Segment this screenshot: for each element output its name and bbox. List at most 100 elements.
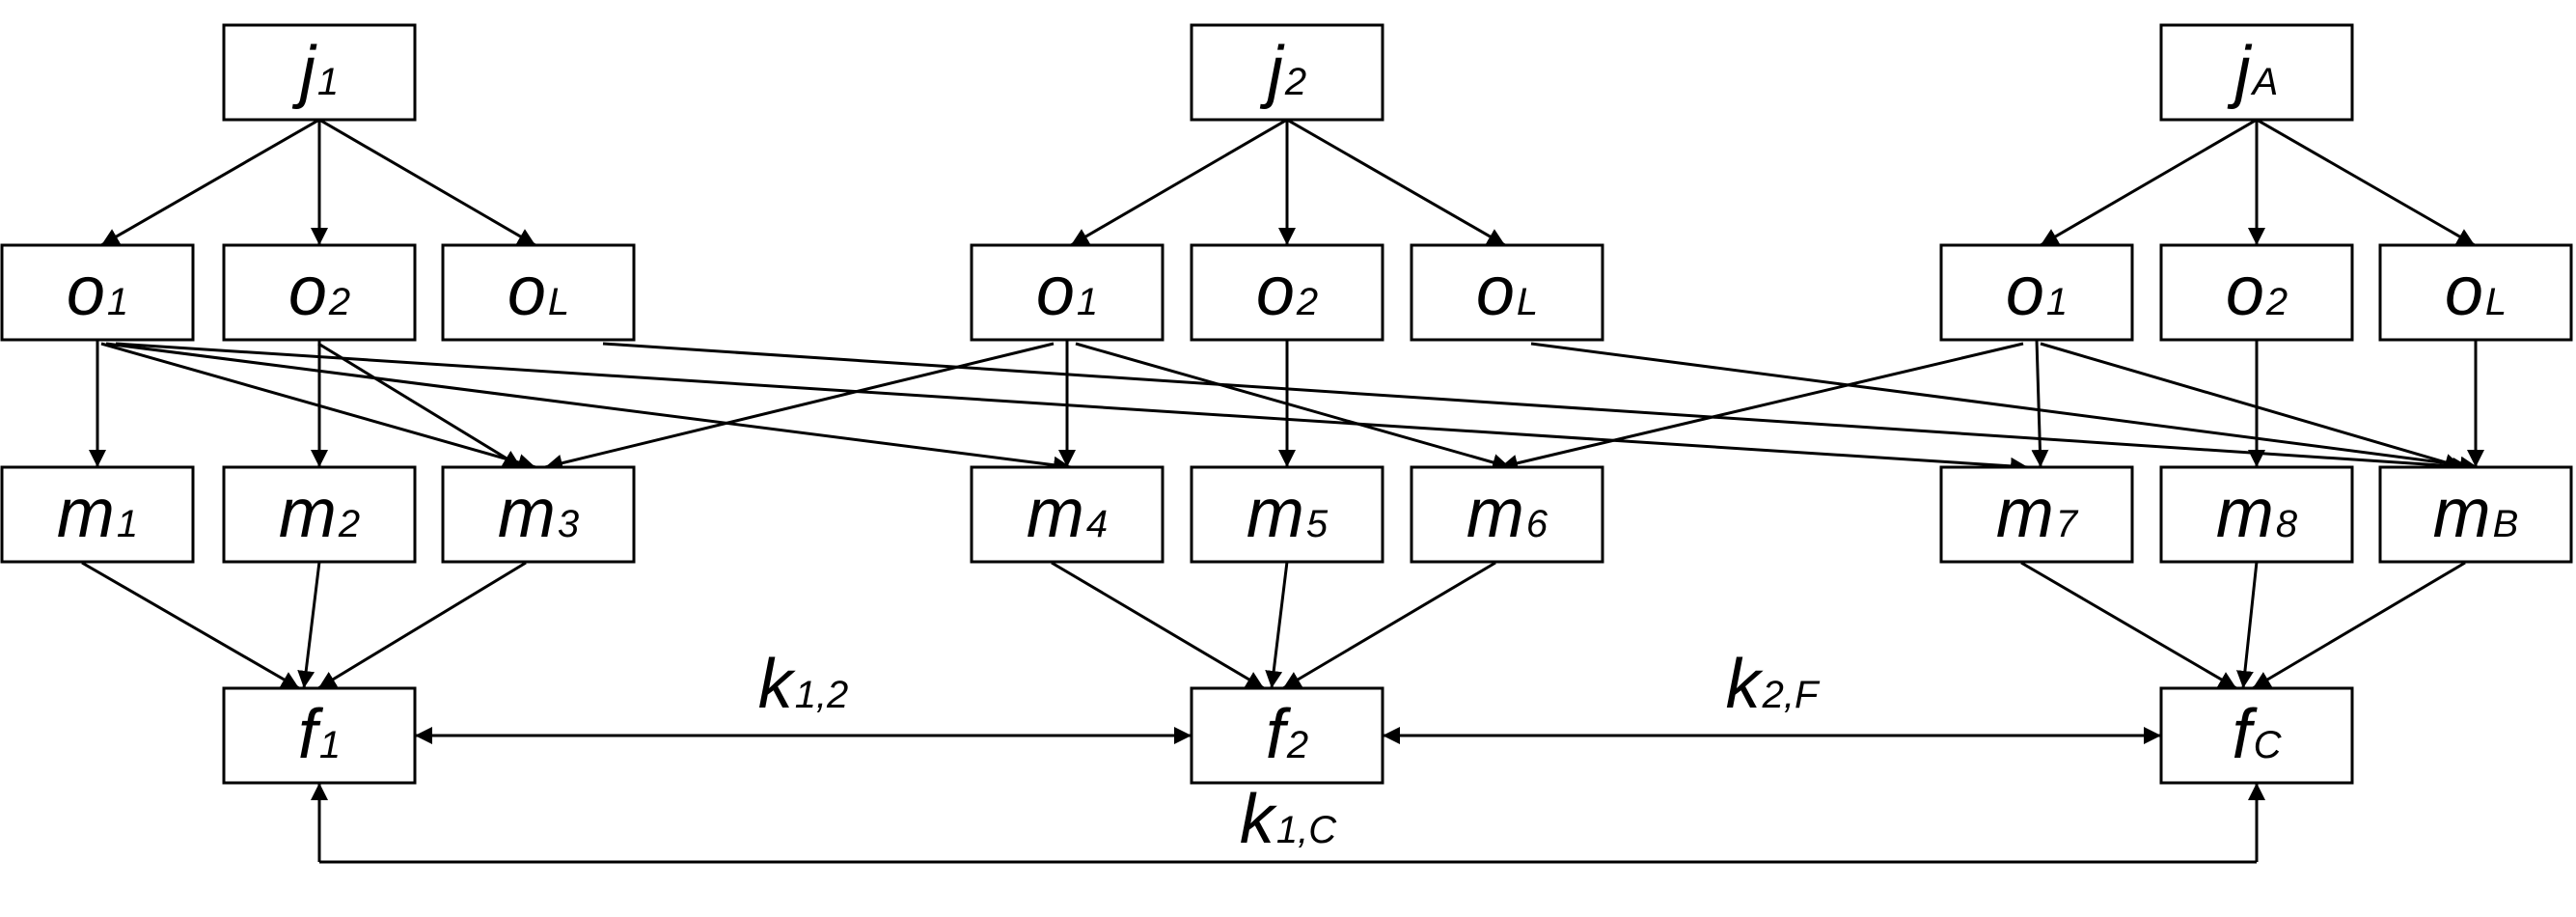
- node-g3_o2-label-subscript: 2: [2265, 281, 2288, 323]
- node-m6-box: [1410, 465, 1604, 564]
- node-m7-box: [1939, 465, 2134, 564]
- node-g1_oL-box: [441, 243, 636, 342]
- node-g3_o2-label-letter: o: [2226, 253, 2264, 330]
- link-label-k1C-subscript: 1,C: [1276, 809, 1337, 851]
- node-m5-label-letter: m: [1247, 475, 1304, 552]
- node-g3_oL-label-letter: o: [2445, 253, 2483, 330]
- node-m5-label: m5: [1247, 475, 1329, 552]
- node-g1_o2-label-letter: o: [288, 253, 327, 330]
- node-g1_o1-label: o1: [67, 253, 128, 330]
- node-g1_o1-label-letter: o: [67, 253, 105, 330]
- node-fC: fC: [2159, 686, 2354, 785]
- node-m8-box: [2159, 465, 2354, 564]
- node-g2_oL-label-letter: o: [1476, 253, 1515, 330]
- node-g2_o1-box: [970, 243, 1165, 342]
- edge-g1_o1-to-m4: [105, 342, 1072, 474]
- node-fC-label-subscript: C: [2254, 724, 2283, 766]
- node-m6-label-subscript: 6: [1526, 503, 1548, 545]
- node-f2-label-subscript: 2: [1286, 724, 1308, 766]
- node-m4-label-subscript: 4: [1086, 503, 1108, 545]
- node-m1-box: [0, 465, 195, 564]
- node-m1-label-letter: m: [57, 475, 115, 552]
- node-m7-label-subscript: 7: [2056, 503, 2079, 545]
- node-m7-label-letter: m: [1996, 475, 2054, 552]
- node-m2-label: m2: [279, 475, 360, 552]
- node-f1-box: [222, 686, 417, 785]
- node-g1_oL-label: oL: [507, 253, 569, 330]
- node-g3_o1-box: [1939, 243, 2134, 342]
- edge-g3_o1-to-mB: [2040, 342, 2463, 471]
- node-g2_o2-box: [1190, 243, 1384, 342]
- edge-m5-to-f2: [1265, 561, 1289, 689]
- node-m2-label-subscript: 2: [338, 503, 360, 545]
- node-g1_o2: o2: [222, 243, 417, 342]
- node-m7: m7: [1939, 465, 2134, 564]
- edge-j2-to-g2_o1: [1070, 118, 1288, 247]
- node-g1_oL-label-subscript: L: [548, 281, 569, 323]
- node-g1_o2-label: o2: [288, 253, 350, 330]
- edge-j2-to-g2_oL: [1286, 118, 1506, 247]
- node-g3_o1-label-subscript: 1: [2046, 281, 2068, 323]
- edge-g1_o1-to-m7: [115, 342, 2029, 475]
- node-g1_oL-label-letter: o: [507, 253, 546, 330]
- edge-m7-to-fC: [2020, 561, 2237, 690]
- edge-g3_o1-to-m6: [1499, 342, 2024, 472]
- node-m8-label-subscript: 8: [2276, 503, 2298, 545]
- node-m7-label: m7: [1996, 475, 2079, 552]
- node-g3_oL-label-subscript: L: [2485, 281, 2507, 323]
- node-g3_o2: o2: [2159, 243, 2354, 342]
- edge-j1-to-g1_oL: [318, 118, 536, 247]
- node-g3_o1-label: o1: [2006, 253, 2068, 330]
- node-g2_o1-label: o1: [1036, 253, 1098, 330]
- edge-m1-to-f1: [81, 561, 300, 690]
- node-m3-label-letter: m: [498, 475, 556, 552]
- edge-m3-to-f1: [317, 561, 527, 690]
- node-m6: m6: [1410, 465, 1604, 564]
- node-jA-box: [2159, 23, 2354, 122]
- node-m3-label: m3: [498, 475, 579, 552]
- node-m3-label-subscript: 3: [558, 503, 579, 545]
- node-m2: m2: [222, 465, 417, 564]
- link-label-k12-letter: k: [758, 646, 797, 723]
- node-g2_o2: o2: [1190, 243, 1384, 342]
- edge-m6-to-f2: [1282, 561, 1496, 690]
- node-f1: f1: [222, 686, 417, 785]
- edge-m2-to-f1: [297, 561, 321, 689]
- node-g2_o2-label-letter: o: [1256, 253, 1295, 330]
- node-g2_oL-label-subscript: L: [1517, 281, 1538, 323]
- node-fC-label: fC: [2233, 696, 2283, 773]
- link-label-k1C: k1,C: [1240, 781, 1337, 858]
- link-label-k2F-letter: k: [1726, 646, 1765, 723]
- node-g2_o2-label: o2: [1256, 253, 1318, 330]
- edge-g2_o1-to-m3: [544, 342, 1055, 472]
- node-m4: m4: [970, 465, 1165, 564]
- edge-g3_o1-to-m7: [2031, 339, 2049, 468]
- node-m2-box: [222, 465, 417, 564]
- node-m6-label: m6: [1466, 475, 1548, 552]
- node-g3_o1: o1: [1939, 243, 2134, 342]
- node-j2-box: [1190, 23, 1384, 122]
- node-m6-label-letter: m: [1466, 475, 1524, 552]
- link-label-k12-subscript: 1,2: [795, 674, 849, 716]
- edge-m8-to-fC: [2235, 561, 2259, 689]
- node-mB-label-letter: m: [2433, 475, 2491, 552]
- node-m4-label-letter: m: [1027, 475, 1084, 552]
- node-m8: m8: [2159, 465, 2354, 564]
- node-g3_o2-box: [2159, 243, 2354, 342]
- node-g1_o2-label-subscript: 2: [328, 281, 350, 323]
- edge-g1_o2-to-m3: [317, 342, 522, 469]
- link-label-k12: k1,2: [758, 646, 849, 723]
- node-g1_oL: oL: [441, 243, 636, 342]
- node-g2_oL: oL: [1410, 243, 1604, 342]
- node-g1_o1: o1: [0, 243, 195, 342]
- link-label-k2F: k2,F: [1726, 646, 1821, 723]
- node-j1-box: [222, 23, 417, 122]
- node-f2: f2: [1190, 686, 1384, 785]
- node-j2-label-subscript: 2: [1284, 61, 1306, 103]
- node-mB-label-subscript: B: [2493, 503, 2519, 545]
- edge-mB-to-fC: [2252, 561, 2466, 690]
- node-m2-label-letter: m: [279, 475, 337, 552]
- node-m5: m5: [1190, 465, 1384, 564]
- node-g2_o1-label-letter: o: [1036, 253, 1075, 330]
- node-g3_oL: oL: [2378, 243, 2573, 342]
